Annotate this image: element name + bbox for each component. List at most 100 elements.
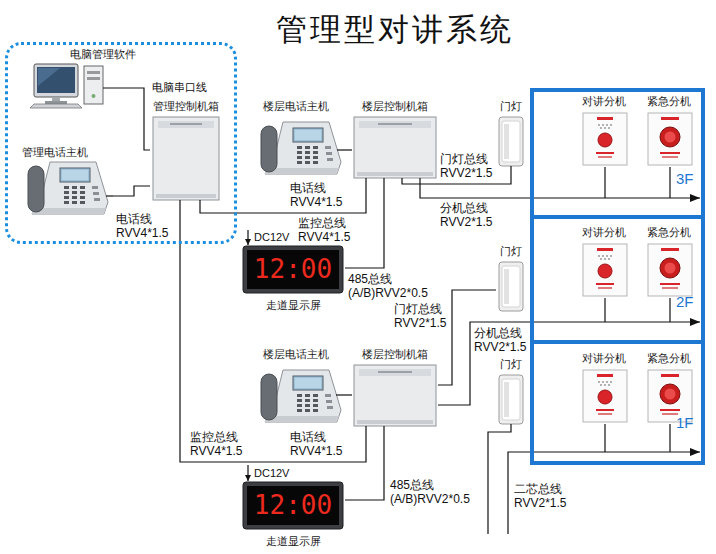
node-label: 紧急分机 bbox=[647, 95, 691, 108]
wire-label: 门灯总线 RVV2*1.5 bbox=[440, 152, 495, 180]
wire-label: 监控总线 RVV4*1.5 bbox=[298, 216, 356, 244]
extension-devices bbox=[583, 244, 692, 296]
node-label: 走道显示屏 bbox=[243, 299, 343, 312]
wire-connector bbox=[420, 178, 700, 198]
node-label: 楼层控制机箱 bbox=[362, 100, 428, 113]
wire-stubs-part bbox=[336, 394, 343, 395]
floor-band: 1F 对讲分机 紧急分机 bbox=[530, 340, 705, 465]
wire-connector bbox=[200, 178, 366, 213]
door-lamp bbox=[499, 117, 523, 166]
door-light-node: 门灯 bbox=[496, 100, 526, 166]
note-label: DC12V bbox=[254, 466, 298, 480]
wire-label: 电话线 RVV4*1.5 bbox=[290, 181, 348, 209]
wire-stubs-part bbox=[604, 298, 605, 322]
cabinet-illustration-part bbox=[153, 117, 219, 200]
door-lamp bbox=[499, 375, 523, 424]
cabinet-illustration-part bbox=[158, 121, 214, 128]
wire-label: 分机总线 RVV2*1.5 bbox=[474, 326, 529, 354]
computer-illustration-part bbox=[45, 101, 67, 104]
node-label: 对讲分机 bbox=[582, 226, 626, 239]
node-label: 门灯 bbox=[500, 100, 522, 113]
computer-illustration-part bbox=[37, 67, 75, 93]
wire-stubs-part bbox=[604, 424, 605, 452]
wire-connector bbox=[343, 394, 352, 395]
emergency-node: 紧急分机 bbox=[644, 95, 694, 167]
node-label: 管理控制机箱 bbox=[153, 100, 219, 113]
wire-stubs-part bbox=[247, 230, 248, 245]
intercom-node: 对讲分机 bbox=[578, 352, 630, 424]
wire-stubs-part bbox=[247, 465, 248, 481]
emergency-node: 紧急分机 bbox=[644, 352, 694, 424]
node-label: 门灯 bbox=[500, 245, 522, 258]
door-light-node: 门灯 bbox=[496, 245, 526, 311]
wire-stubs-part bbox=[669, 298, 670, 322]
node-label: 1F bbox=[676, 414, 694, 432]
computer-illustration-part bbox=[34, 64, 78, 97]
wire-stubs bbox=[103, 88, 700, 534]
cabinet-illustration-part bbox=[156, 194, 216, 198]
cabinet-node: 楼层控制机箱 bbox=[352, 100, 438, 178]
node-label: 紧急分机 bbox=[647, 226, 691, 239]
wire-stubs-part bbox=[669, 424, 670, 452]
node-label: 走道显示屏 bbox=[243, 535, 343, 548]
wire-stubs-part bbox=[669, 167, 670, 198]
computer-illustration-part bbox=[92, 94, 96, 98]
wire-label: 电脑串口线 bbox=[152, 80, 216, 94]
display-node: 12:00 走道显示屏 bbox=[243, 482, 345, 552]
floor-cabinet bbox=[354, 365, 436, 426]
node-label: 对讲分机 bbox=[582, 352, 626, 365]
display-node: 12:00 走道显示屏 bbox=[243, 246, 345, 316]
intercom-node: 对讲分机 bbox=[578, 226, 630, 298]
display-panel bbox=[243, 482, 343, 529]
cabinet-node: 楼层控制机箱 bbox=[352, 348, 438, 426]
wire-label: 监控总线 RVV4*1.5 bbox=[190, 430, 248, 458]
wire-label: 485总线 (A/B)RVV2*0.5 bbox=[390, 478, 476, 506]
door-lamp bbox=[499, 262, 523, 311]
intercom-node: 对讲分机 bbox=[578, 95, 630, 167]
wire-connector bbox=[345, 426, 384, 500]
node-label: 2F bbox=[676, 293, 694, 311]
wire-stubs-part bbox=[337, 149, 343, 150]
node-label: 紧急分机 bbox=[647, 352, 691, 365]
phone-node: 楼层电话主机 bbox=[255, 348, 343, 428]
computer-node: 电脑管理软件 bbox=[28, 48, 140, 110]
wire-stubs-part bbox=[103, 87, 140, 88]
node-label: 楼层控制机箱 bbox=[362, 348, 428, 361]
extension-devices bbox=[583, 370, 692, 422]
wire-connector bbox=[438, 322, 700, 405]
node-label: 管理电话主机 bbox=[22, 146, 88, 159]
computer-illustration-part bbox=[87, 77, 100, 80]
wire-label: 电话线 RVV4*1.5 bbox=[116, 212, 174, 240]
node-label: 对讲分机 bbox=[582, 95, 626, 108]
floor-band: 2F 对讲分机 紧急分机 bbox=[530, 215, 705, 340]
note-label: DC12V bbox=[254, 230, 298, 244]
door-light-node: 门灯 bbox=[496, 358, 526, 424]
wire-connector bbox=[140, 88, 150, 150]
node-label: 门灯 bbox=[500, 358, 522, 371]
cabinet-illustration-part bbox=[170, 123, 202, 125]
phone-illustration bbox=[28, 162, 108, 214]
node-label: 楼层电话主机 bbox=[263, 100, 329, 113]
wire-label: 分机总线 RVV2*1.5 bbox=[440, 201, 498, 229]
cabinet-illustration bbox=[153, 117, 219, 200]
emergency-node: 紧急分机 bbox=[644, 226, 694, 298]
cabinet-node: 管理控制机箱 bbox=[150, 100, 222, 200]
computer-illustration-part bbox=[30, 104, 82, 108]
wire-connector bbox=[180, 200, 366, 462]
node-label: 电脑管理软件 bbox=[70, 48, 136, 61]
clock-digits: 12:00 bbox=[243, 490, 343, 520]
computer-illustration-part bbox=[84, 66, 103, 104]
computer-illustration-part bbox=[38, 68, 60, 86]
extension-devices bbox=[583, 113, 692, 165]
clock-digits: 12:00 bbox=[243, 254, 343, 284]
wire-connector bbox=[113, 186, 150, 196]
computer-illustration bbox=[30, 64, 103, 108]
diagram-title: 管理型对讲系统 bbox=[276, 10, 514, 48]
phone-illustration bbox=[261, 370, 341, 422]
phone-illustration bbox=[261, 122, 341, 174]
floor-band: 3F对讲分机紧急分机 bbox=[530, 88, 705, 215]
floor-cabinet bbox=[354, 117, 436, 178]
wire-label: 485总线 (A/B)RVV2*0.5 bbox=[348, 272, 434, 300]
